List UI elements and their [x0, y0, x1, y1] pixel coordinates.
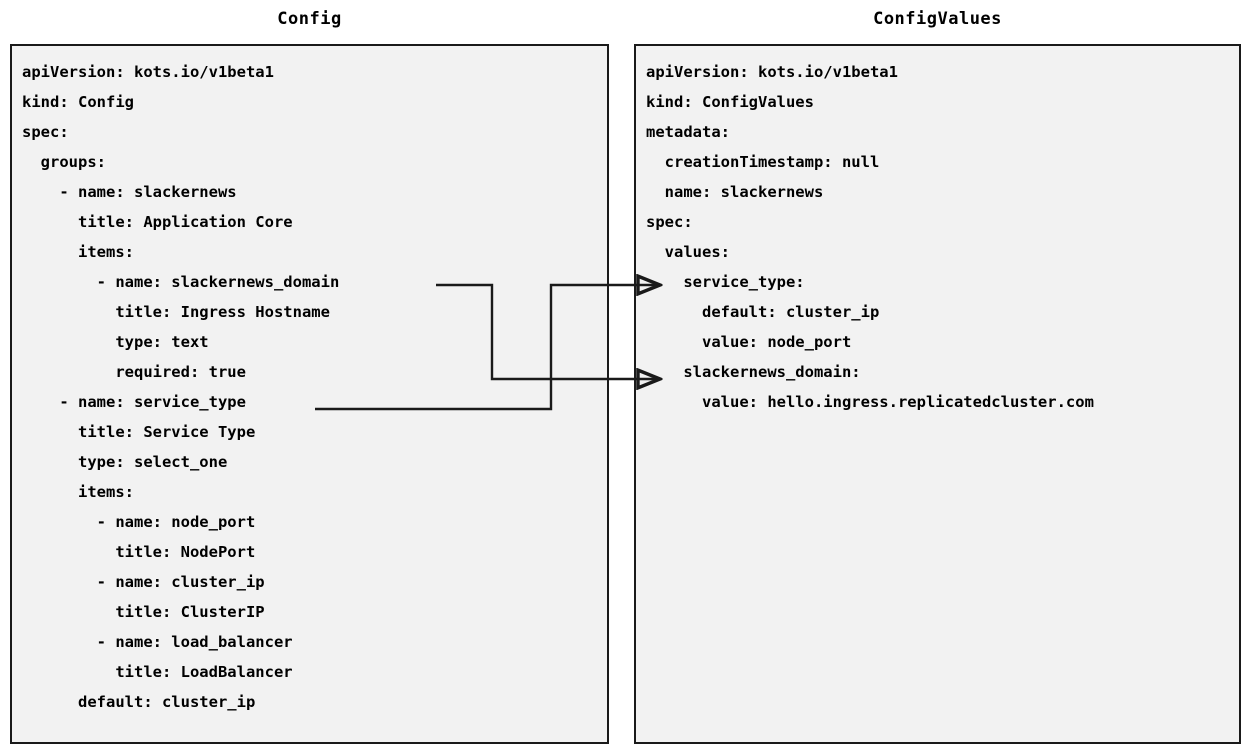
configvalues-panel-title: ConfigValues: [873, 9, 1002, 29]
config-yaml-code: apiVersion: kots.io/v1beta1 kind: Config…: [22, 63, 340, 711]
config-panel: apiVersion: kots.io/v1beta1 kind: Config…: [10, 44, 609, 744]
config-panel-title: Config: [277, 9, 342, 29]
configvalues-yaml-code: apiVersion: kots.io/v1beta1 kind: Config…: [646, 63, 1094, 411]
configvalues-panel: apiVersion: kots.io/v1beta1 kind: Config…: [634, 44, 1241, 744]
